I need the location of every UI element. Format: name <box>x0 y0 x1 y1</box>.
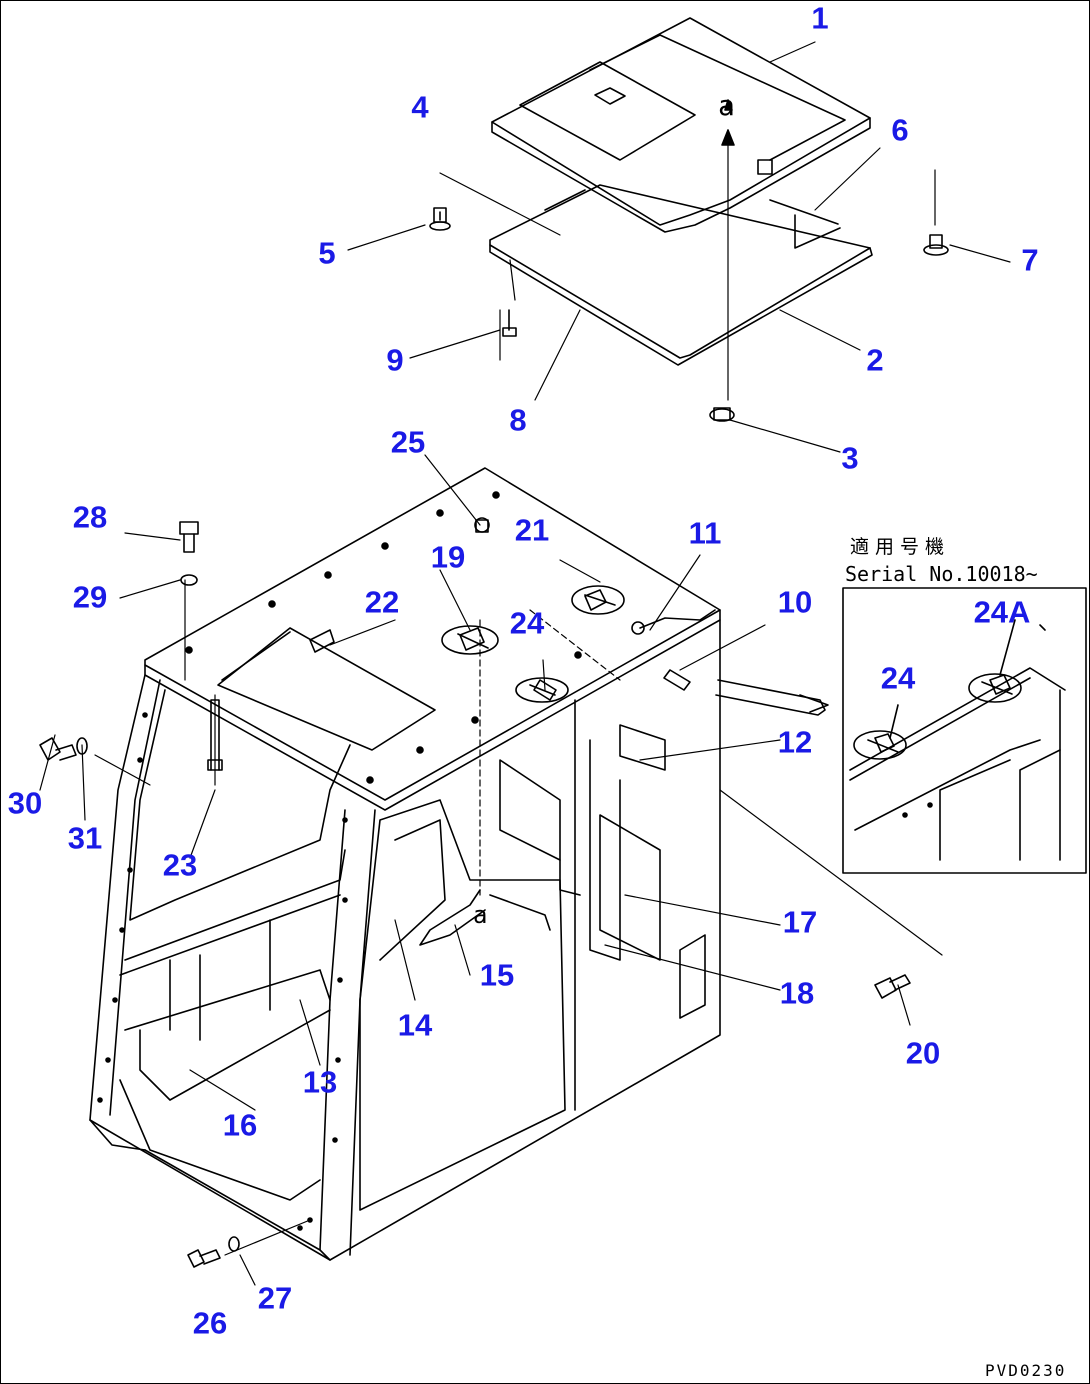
callout-4: 4 <box>411 89 429 125</box>
callout-24a-inset: 24A <box>973 594 1031 630</box>
callout-7: 7 <box>1021 242 1039 278</box>
leader-lines <box>39 41 1011 1286</box>
callout-28: 28 <box>72 499 108 535</box>
callout-8: 8 <box>509 402 527 438</box>
roof-plate <box>489 184 873 366</box>
loose-bolts <box>39 519 911 1268</box>
view-mark-bottom: a <box>473 901 488 929</box>
callout-14: 14 <box>397 1007 433 1043</box>
callout-15: 15 <box>479 957 515 993</box>
inset-detail <box>842 587 1087 874</box>
callout-30: 30 <box>7 785 43 821</box>
callout-18: 18 <box>779 975 815 1011</box>
callout-2: 2 <box>866 342 884 378</box>
view-arrow <box>715 679 829 716</box>
callout-12: 12 <box>777 724 813 760</box>
roof-top-cover <box>491 17 871 233</box>
cab-frame <box>89 467 721 1261</box>
callout-24-inset: 24 <box>880 660 916 696</box>
callout-9: 9 <box>386 342 404 378</box>
callout-1: 1 <box>811 0 829 36</box>
callout-24: 24 <box>509 605 545 641</box>
callout-22: 22 <box>364 584 400 620</box>
callout-31: 31 <box>67 820 103 856</box>
callout-6: 6 <box>891 112 909 148</box>
callout-5: 5 <box>318 235 336 271</box>
callout-23: 23 <box>162 847 198 883</box>
callout-13: 13 <box>302 1064 338 1100</box>
drawing-code: PVD0230 <box>985 1361 1067 1380</box>
callout-27: 27 <box>257 1280 293 1316</box>
callout-25: 25 <box>390 424 426 460</box>
callout-11: 11 <box>688 515 722 551</box>
view-mark-top: a <box>718 89 735 122</box>
inset-title-serial: Serial No.10018~ <box>845 562 1038 586</box>
hardware <box>429 99 949 422</box>
callout-26: 26 <box>192 1305 228 1341</box>
callout-21: 21 <box>514 512 550 548</box>
callout-29: 29 <box>72 579 108 615</box>
callout-17: 17 <box>782 904 818 940</box>
callout-10: 10 <box>777 584 813 620</box>
callout-19: 19 <box>430 539 466 575</box>
callout-16: 16 <box>222 1107 258 1143</box>
inset-title-jp: 適用号機 <box>850 536 951 558</box>
callout-3: 3 <box>841 440 859 476</box>
callout-20: 20 <box>905 1035 941 1071</box>
